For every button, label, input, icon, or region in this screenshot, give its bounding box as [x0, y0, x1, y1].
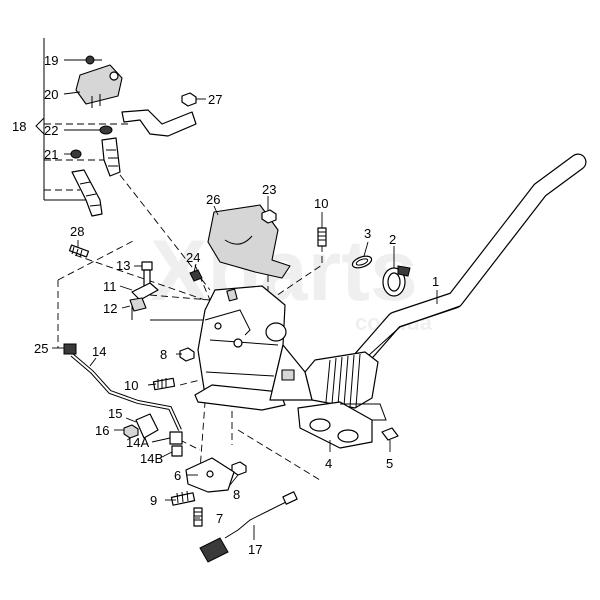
spacer-part-12: [129, 297, 147, 312]
callout-21: 21: [44, 147, 58, 162]
callout-14a: 14A: [126, 435, 149, 450]
callout-8-lower: 8: [233, 487, 240, 502]
exhaust-pipe-part-1: [351, 153, 587, 369]
pressure-pipe-part-14: [70, 353, 182, 431]
bolt-part-13: [141, 261, 153, 287]
stud-part-9: [170, 490, 196, 506]
callout-12: 12: [103, 301, 117, 316]
hose-lower: [71, 169, 103, 217]
screw-part-19: [85, 55, 102, 65]
catalytic-converter-body: [194, 285, 287, 411]
clip-part-24: [189, 269, 203, 282]
stud-part-10-upper: [317, 227, 327, 247]
callout-leader-lines: [52, 59, 438, 540]
clamp-part-2: [382, 265, 411, 297]
hose-upper: [101, 137, 121, 177]
callout-16: 16: [95, 423, 109, 438]
seal-ring-part-3: [351, 255, 373, 269]
callout-22: 22: [44, 123, 58, 138]
callout-19: 19: [44, 53, 58, 68]
nut-part-16: [123, 424, 139, 439]
callout-26: 26: [206, 192, 220, 207]
callout-1: 1: [432, 274, 439, 289]
callout-27: 27: [208, 92, 222, 107]
callout-11: 11: [103, 279, 117, 294]
callout-13: 13: [116, 258, 130, 273]
bolt-part-7: [193, 507, 203, 527]
callout-18: 18: [12, 119, 26, 134]
outlet-pipe: [269, 344, 313, 401]
sensor-bracket: [121, 109, 197, 137]
bracket-part-6: [185, 457, 235, 493]
connector-part-25: [63, 343, 77, 355]
fitting-part-14b: [171, 445, 183, 457]
callout-14b: 14B: [140, 451, 163, 466]
bracket-part-11: [131, 282, 159, 301]
callout-6: 6: [174, 468, 181, 483]
callout-25: 25: [34, 341, 48, 356]
nut-part-27: [181, 92, 197, 107]
callout-23: 23: [262, 182, 276, 197]
callout-15: 15: [108, 406, 122, 421]
pressure-sensor-part-20: [75, 64, 123, 108]
temperature-sensor-part-17: [199, 491, 298, 563]
callout-5: 5: [386, 456, 393, 471]
nut-part-23: [261, 209, 277, 224]
callout-8-upper: 8: [160, 347, 167, 362]
callout-24: 24: [186, 250, 200, 265]
clamp-part-21: [70, 149, 82, 159]
flange-part-4: [297, 401, 387, 449]
fitting-part-14a: [169, 431, 183, 445]
callout-14: 14: [92, 344, 106, 359]
callout-20: 20: [44, 87, 58, 102]
callout-7: 7: [216, 511, 223, 526]
callout-3: 3: [364, 226, 371, 241]
bolt-part-5: [381, 427, 399, 441]
nut-part-8-upper: [179, 347, 195, 362]
callout-2: 2: [389, 232, 396, 247]
callout-10-upper: 10: [314, 196, 328, 211]
callout-labels: 1 2 3 4 5 6 7 8 8 9 10 10 11 12 13 14 14…: [12, 53, 439, 557]
bracket-part-15: [135, 413, 159, 439]
callout-4: 4: [325, 456, 332, 471]
clamp-part-22: [99, 125, 113, 135]
bolt-part-28: [68, 244, 90, 258]
stud-part-10-lower: [152, 377, 176, 391]
callout-9: 9: [150, 493, 157, 508]
callout-28: 28: [70, 224, 84, 239]
callout-10-lower: 10: [124, 378, 138, 393]
flex-bellows: [304, 351, 379, 409]
callout-17: 17: [248, 542, 262, 557]
